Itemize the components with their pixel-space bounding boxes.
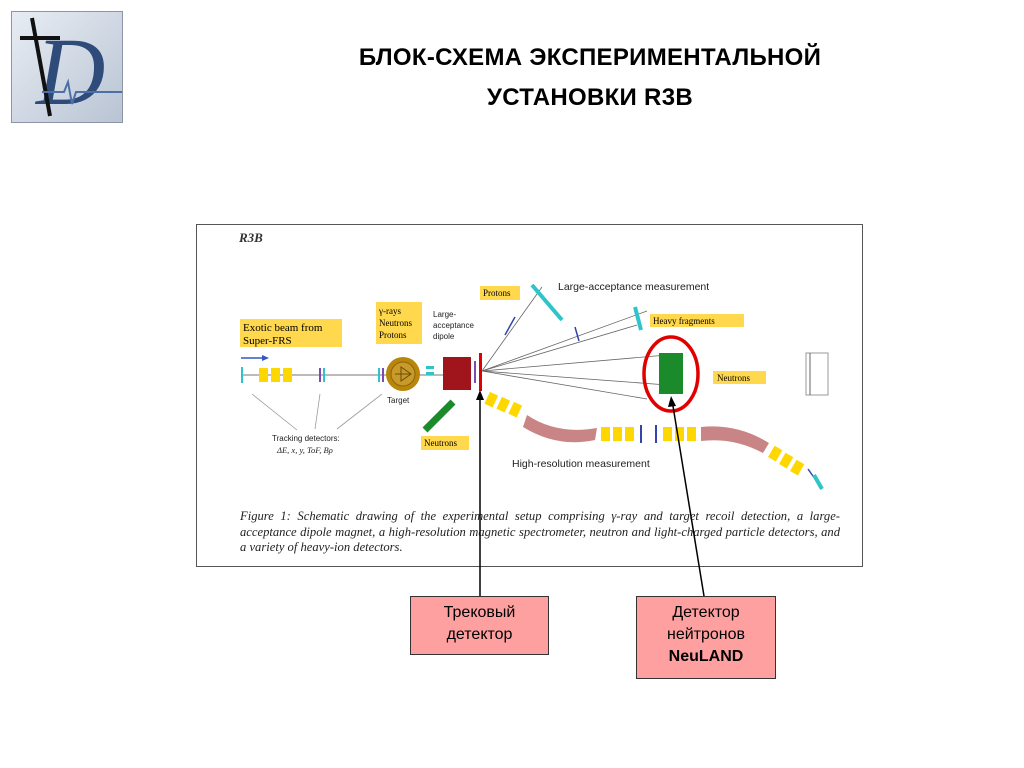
neutron-bar-detector <box>422 399 456 433</box>
neuland-callout-line-3: NeuLAND <box>637 646 775 668</box>
r3b-schematic: R3B Target <box>238 230 829 490</box>
neuland-callout-line-2: нейтронов <box>666 626 746 643</box>
quadrupole-2 <box>271 368 280 382</box>
beam-detector-2 <box>319 368 321 382</box>
logo-mark-icon: D <box>12 12 122 125</box>
r3b-figure: R3B Target <box>196 224 863 567</box>
heavy-fragments-label: Heavy fragments <box>653 316 715 326</box>
exotic-beam-label-line-2: Super-FRS <box>243 335 292 347</box>
tracking-pointer-lines <box>251 393 383 431</box>
neuland-detector <box>659 353 683 394</box>
dipole-exit-detector <box>479 353 482 391</box>
exotic-beam-label-box <box>240 319 342 347</box>
beam-detector-1 <box>241 367 243 383</box>
proton-detector-2 <box>530 283 564 322</box>
slide-title-line-1: БЛОК-СХЕМА ЭКСПЕРИМЕНТАЛЬНОЙ <box>358 44 822 71</box>
dipole-label-1: Large- <box>433 310 456 319</box>
tracking-detector-callout: Трековый детектор <box>410 596 549 655</box>
neuland-callout-name: NeuLAND <box>668 648 744 665</box>
quadrupole-3 <box>283 368 292 382</box>
protons-label: Protons <box>483 288 511 298</box>
tracking-callout-line-2: детектор <box>446 626 513 643</box>
beam-arrowhead-icon <box>262 355 269 361</box>
heavy-fragment-detector <box>633 306 643 331</box>
tracking-label-1: Tracking detectors: <box>272 434 340 443</box>
protons-label-box <box>480 286 520 300</box>
dipole-exit-detector-2 <box>474 361 476 383</box>
gamma-label-2: Neutrons <box>379 318 412 328</box>
institute-logo: D <box>11 11 123 125</box>
large-acceptance-label: Large-acceptance measurement <box>558 281 709 293</box>
large-acceptance-fan <box>481 286 668 400</box>
dipole-magnet <box>443 357 471 390</box>
exotic-beam-label-line-1: Exotic beam from <box>243 322 323 334</box>
high-resolution-spectrometer <box>484 391 824 490</box>
recoil-detector-2 <box>426 372 434 375</box>
svg-text:D: D <box>34 18 105 122</box>
target-wedge-icon <box>400 366 412 382</box>
gamma-label-1: γ-rays <box>378 306 401 316</box>
tracking-callout-line-1: Трековый <box>443 604 516 621</box>
fan-detector-1 <box>574 326 580 342</box>
neutrons-low-label: Neutrons <box>424 438 457 448</box>
dipole-label-3: dipole <box>433 332 455 341</box>
dipole-label-2: acceptance <box>433 321 474 330</box>
beam-detector-5 <box>382 368 384 382</box>
slide-title-line-2: УСТАНОВКИ R3B <box>487 84 693 111</box>
proton-detector-1 <box>504 316 516 336</box>
heavy-fragments-label-box <box>650 314 744 327</box>
neuland-detector-callout: Детектор нейтронов NeuLAND <box>636 596 776 679</box>
neutrons-right-label: Neutrons <box>717 373 750 383</box>
beam-detector-4 <box>378 368 380 382</box>
neutrons-right-label-box <box>713 371 766 384</box>
slide-title: БЛОК-СХЕМА ЭКСПЕРИМЕНТАЛЬНОЙ УСТАНОВКИ R… <box>300 38 880 118</box>
figure-caption: Figure 1: Schematic drawing of the exper… <box>240 509 840 554</box>
neuland-highlight <box>642 335 700 413</box>
gamma-group-label-box <box>376 302 422 344</box>
quadrupole-1 <box>259 368 268 382</box>
gamma-label-3: Protons <box>379 330 407 340</box>
beam-detector-3 <box>323 368 325 382</box>
tracking-label-2: ΔE, x, y, ToF, Bρ <box>276 445 333 455</box>
figure-heading: R3B <box>238 230 263 245</box>
neuland-callout-line-1: Детектор <box>672 604 740 621</box>
far-wall-detector <box>805 352 829 396</box>
recoil-detector-1 <box>426 366 434 369</box>
high-resolution-label: High-resolution measurement <box>512 458 650 470</box>
neutrons-low-label-box <box>421 436 469 450</box>
target-label: Target <box>387 396 410 405</box>
